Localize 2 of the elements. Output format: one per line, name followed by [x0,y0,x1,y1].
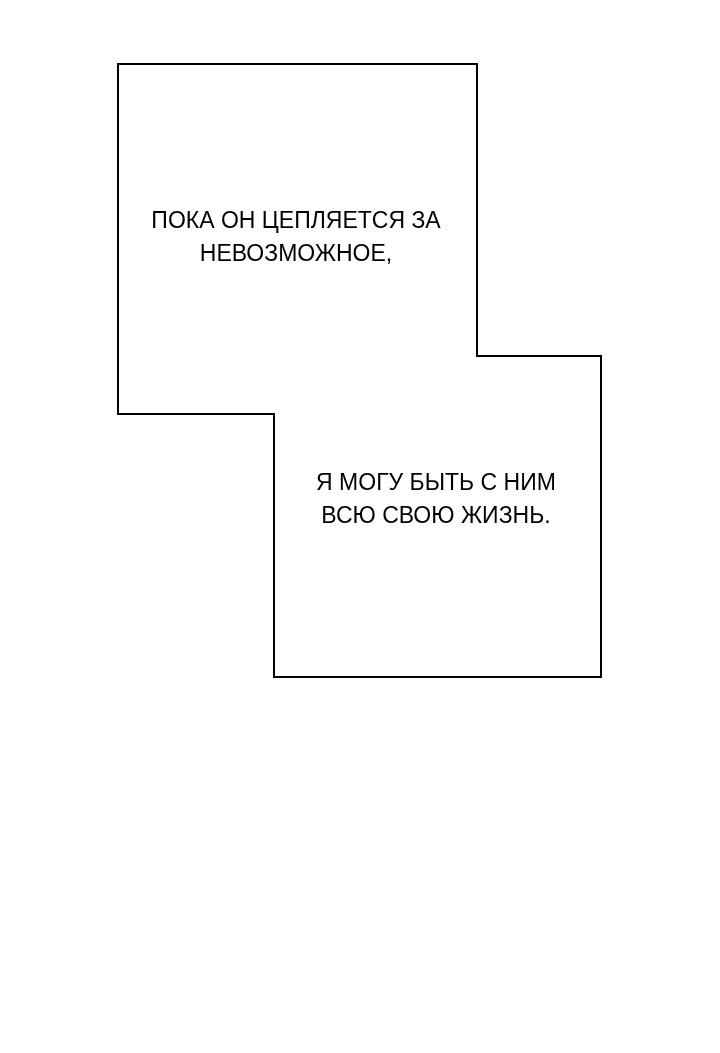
caption-text: ПОКА ОН ЦЕПЛЯЕТСЯ ЗА НЕВОЗМОЖНОЕ, [150,206,442,269]
caption-text: Я МОГУ БЫТЬ С НИМ ВСЮ СВОЮ ЖИЗНЬ. [315,468,557,531]
